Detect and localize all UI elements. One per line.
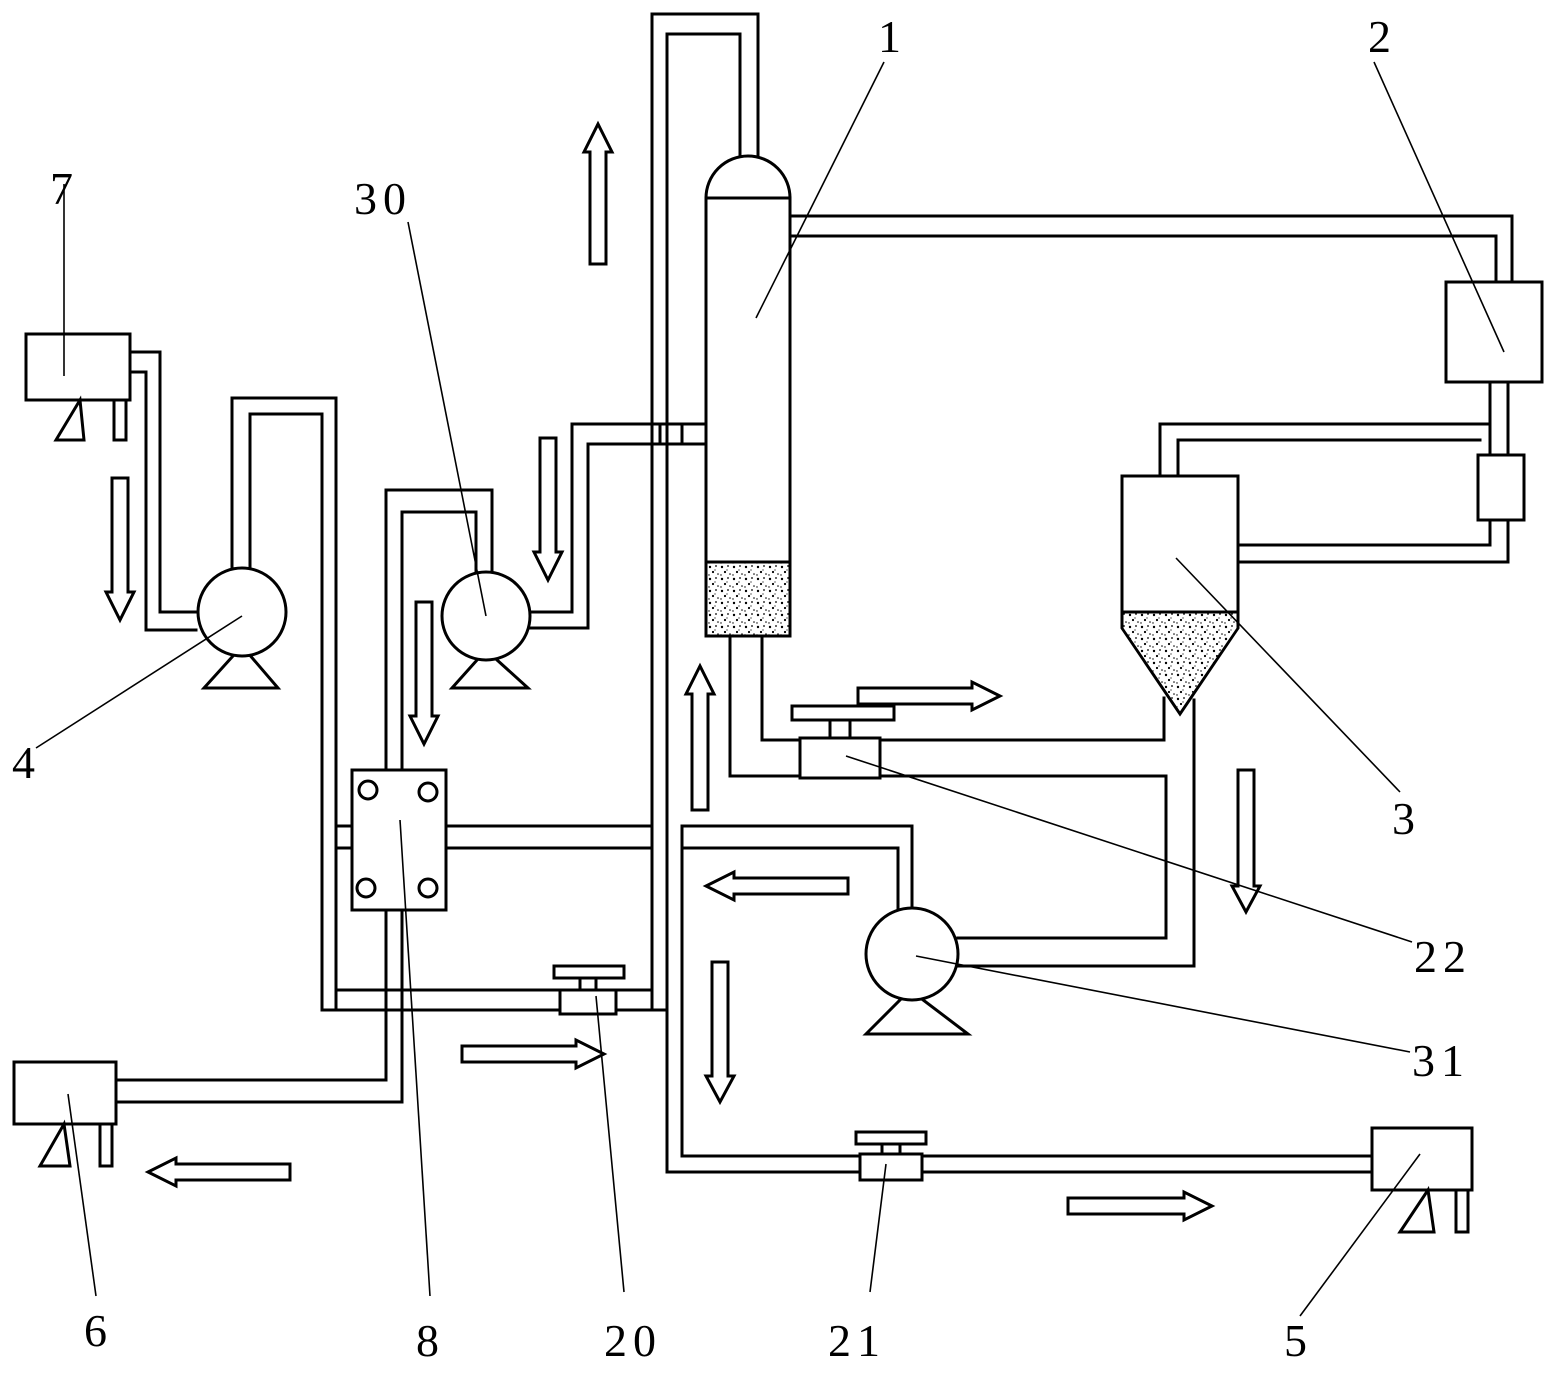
pump-30 bbox=[440, 570, 532, 690]
pump-4 bbox=[196, 566, 288, 690]
label-31: 31 bbox=[1412, 1035, 1470, 1086]
label-3: 3 bbox=[1392, 793, 1415, 844]
arrow-left-icon bbox=[702, 869, 850, 903]
arrow-up-icon bbox=[683, 662, 717, 812]
settling-tank bbox=[1120, 474, 1240, 717]
pipes bbox=[114, 12, 1514, 1174]
reaction-column bbox=[704, 154, 792, 638]
valve-21 bbox=[854, 1130, 928, 1182]
flow-arrows bbox=[103, 120, 1263, 1223]
unit-6 bbox=[12, 1060, 118, 1168]
arrow-down-icon bbox=[703, 960, 737, 1106]
arrow-right-icon bbox=[1066, 1189, 1216, 1223]
label-1: 1 bbox=[878, 11, 901, 62]
leader-lines bbox=[35, 61, 1505, 1317]
label-21: 21 bbox=[828, 1315, 886, 1366]
unit-7 bbox=[24, 332, 132, 442]
arrow-down-icon bbox=[531, 436, 565, 584]
label-5: 5 bbox=[1284, 1315, 1307, 1366]
unit-2-box bbox=[1444, 280, 1544, 384]
label-30: 30 bbox=[354, 173, 412, 224]
label-22: 22 bbox=[1414, 931, 1472, 982]
valve-20 bbox=[552, 964, 626, 1016]
arrow-down-icon bbox=[407, 600, 441, 748]
label-6: 6 bbox=[84, 1305, 107, 1356]
inline-filter-box bbox=[1476, 453, 1526, 522]
unit-5 bbox=[1370, 1126, 1474, 1234]
label-20: 20 bbox=[604, 1315, 662, 1366]
label-4: 4 bbox=[12, 737, 35, 788]
valve-22 bbox=[790, 704, 896, 780]
arrow-right-icon bbox=[460, 1037, 608, 1071]
arrow-down-icon bbox=[103, 476, 137, 624]
label-8: 8 bbox=[416, 1315, 439, 1366]
part-labels: 1 2 3 4 5 6 7 8 20 21 22 30 31 bbox=[12, 11, 1472, 1366]
label-2: 2 bbox=[1368, 11, 1391, 62]
arrow-right-icon bbox=[856, 679, 1004, 713]
arrow-left-icon bbox=[144, 1155, 292, 1189]
heat-exchanger bbox=[350, 768, 448, 912]
arrow-up-icon bbox=[581, 120, 615, 266]
label-7: 7 bbox=[50, 163, 73, 214]
pump-31 bbox=[862, 906, 973, 1036]
arrow-down-icon bbox=[1229, 768, 1263, 916]
